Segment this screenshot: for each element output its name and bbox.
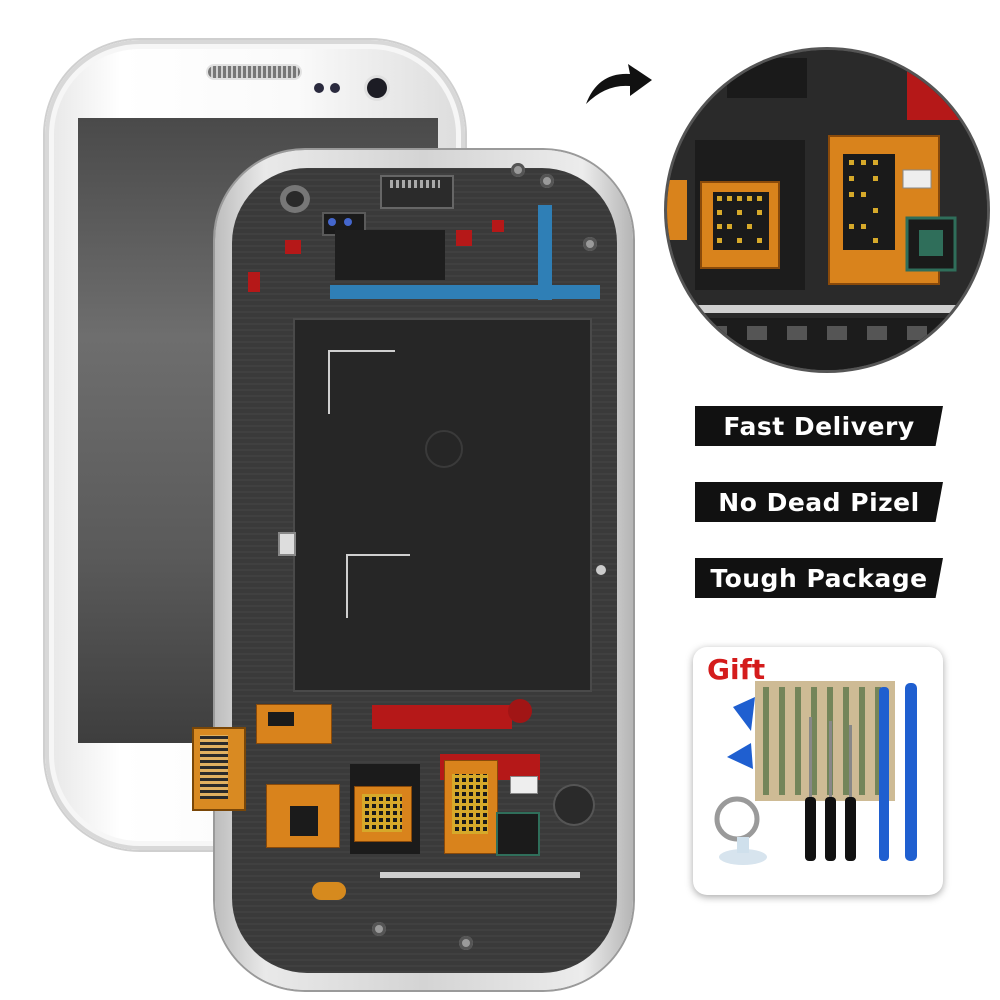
curved-arrow-icon: [586, 64, 652, 104]
screw: [540, 174, 554, 188]
zoom-detail-circle: [667, 50, 987, 370]
front-camera: [367, 78, 387, 98]
red-dot: [508, 699, 532, 723]
connector-chip: [268, 712, 294, 726]
proximity-sensor: [314, 83, 324, 93]
frame-dot: [596, 565, 606, 575]
tiny-connector: [510, 776, 538, 794]
corner-marker: [346, 554, 410, 618]
earpiece-speaker: [208, 66, 300, 78]
banner-fast-delivery-text: Fast Delivery: [723, 411, 915, 441]
bga-chip: [362, 794, 402, 832]
metal-bar: [380, 872, 580, 878]
sensor-dot: [344, 218, 352, 226]
gift-title: Gift: [707, 653, 766, 686]
banner-fast-delivery: Fast Delivery: [695, 406, 943, 446]
speaker-grille: [390, 180, 440, 188]
sensor-dot: [328, 218, 336, 226]
banner-no-dead-pixel-text: No Dead Pizel: [718, 487, 920, 517]
camera-hole: [280, 185, 310, 213]
red-pad: [456, 230, 472, 246]
banner-tough-package: Tough Package: [695, 558, 943, 598]
small-chip: [496, 812, 540, 856]
red-pad: [492, 220, 504, 232]
spudger-icon: [879, 683, 917, 861]
blue-flex-cable-vertical: [538, 205, 552, 300]
vibration-motor: [555, 786, 593, 824]
plate-emblem: [425, 430, 463, 468]
top-bracket: [335, 230, 445, 280]
red-strip: [372, 705, 512, 729]
lcd-back-plate: [293, 318, 592, 692]
screw: [459, 936, 473, 950]
gift-tools-box: Gift: [693, 647, 943, 895]
corner-marker: [328, 350, 395, 414]
chip-left: [290, 806, 318, 836]
light-sensor: [330, 83, 340, 93]
screw: [583, 237, 597, 251]
screw: [511, 163, 525, 177]
red-pad: [285, 240, 301, 254]
bottom-contact: [312, 882, 346, 900]
red-pad: [248, 272, 260, 292]
suction-cup-icon: [714, 796, 767, 865]
blue-flex-cable: [330, 285, 600, 299]
screw: [372, 922, 386, 936]
side-clip: [278, 532, 296, 556]
gift-tools-illustration: [714, 681, 917, 865]
banner-no-dead-pixel: No Dead Pizel: [695, 482, 943, 522]
banner-tough-package-text: Tough Package: [710, 563, 928, 593]
fpc-connector-pins: [200, 735, 228, 799]
zoom-pcb-illustration: [667, 50, 987, 370]
pry-pick-icon: [727, 697, 755, 769]
screwdriver-icon: [805, 717, 856, 861]
bga-chip: [452, 774, 488, 834]
adhesive-tape-icon: [755, 681, 895, 801]
